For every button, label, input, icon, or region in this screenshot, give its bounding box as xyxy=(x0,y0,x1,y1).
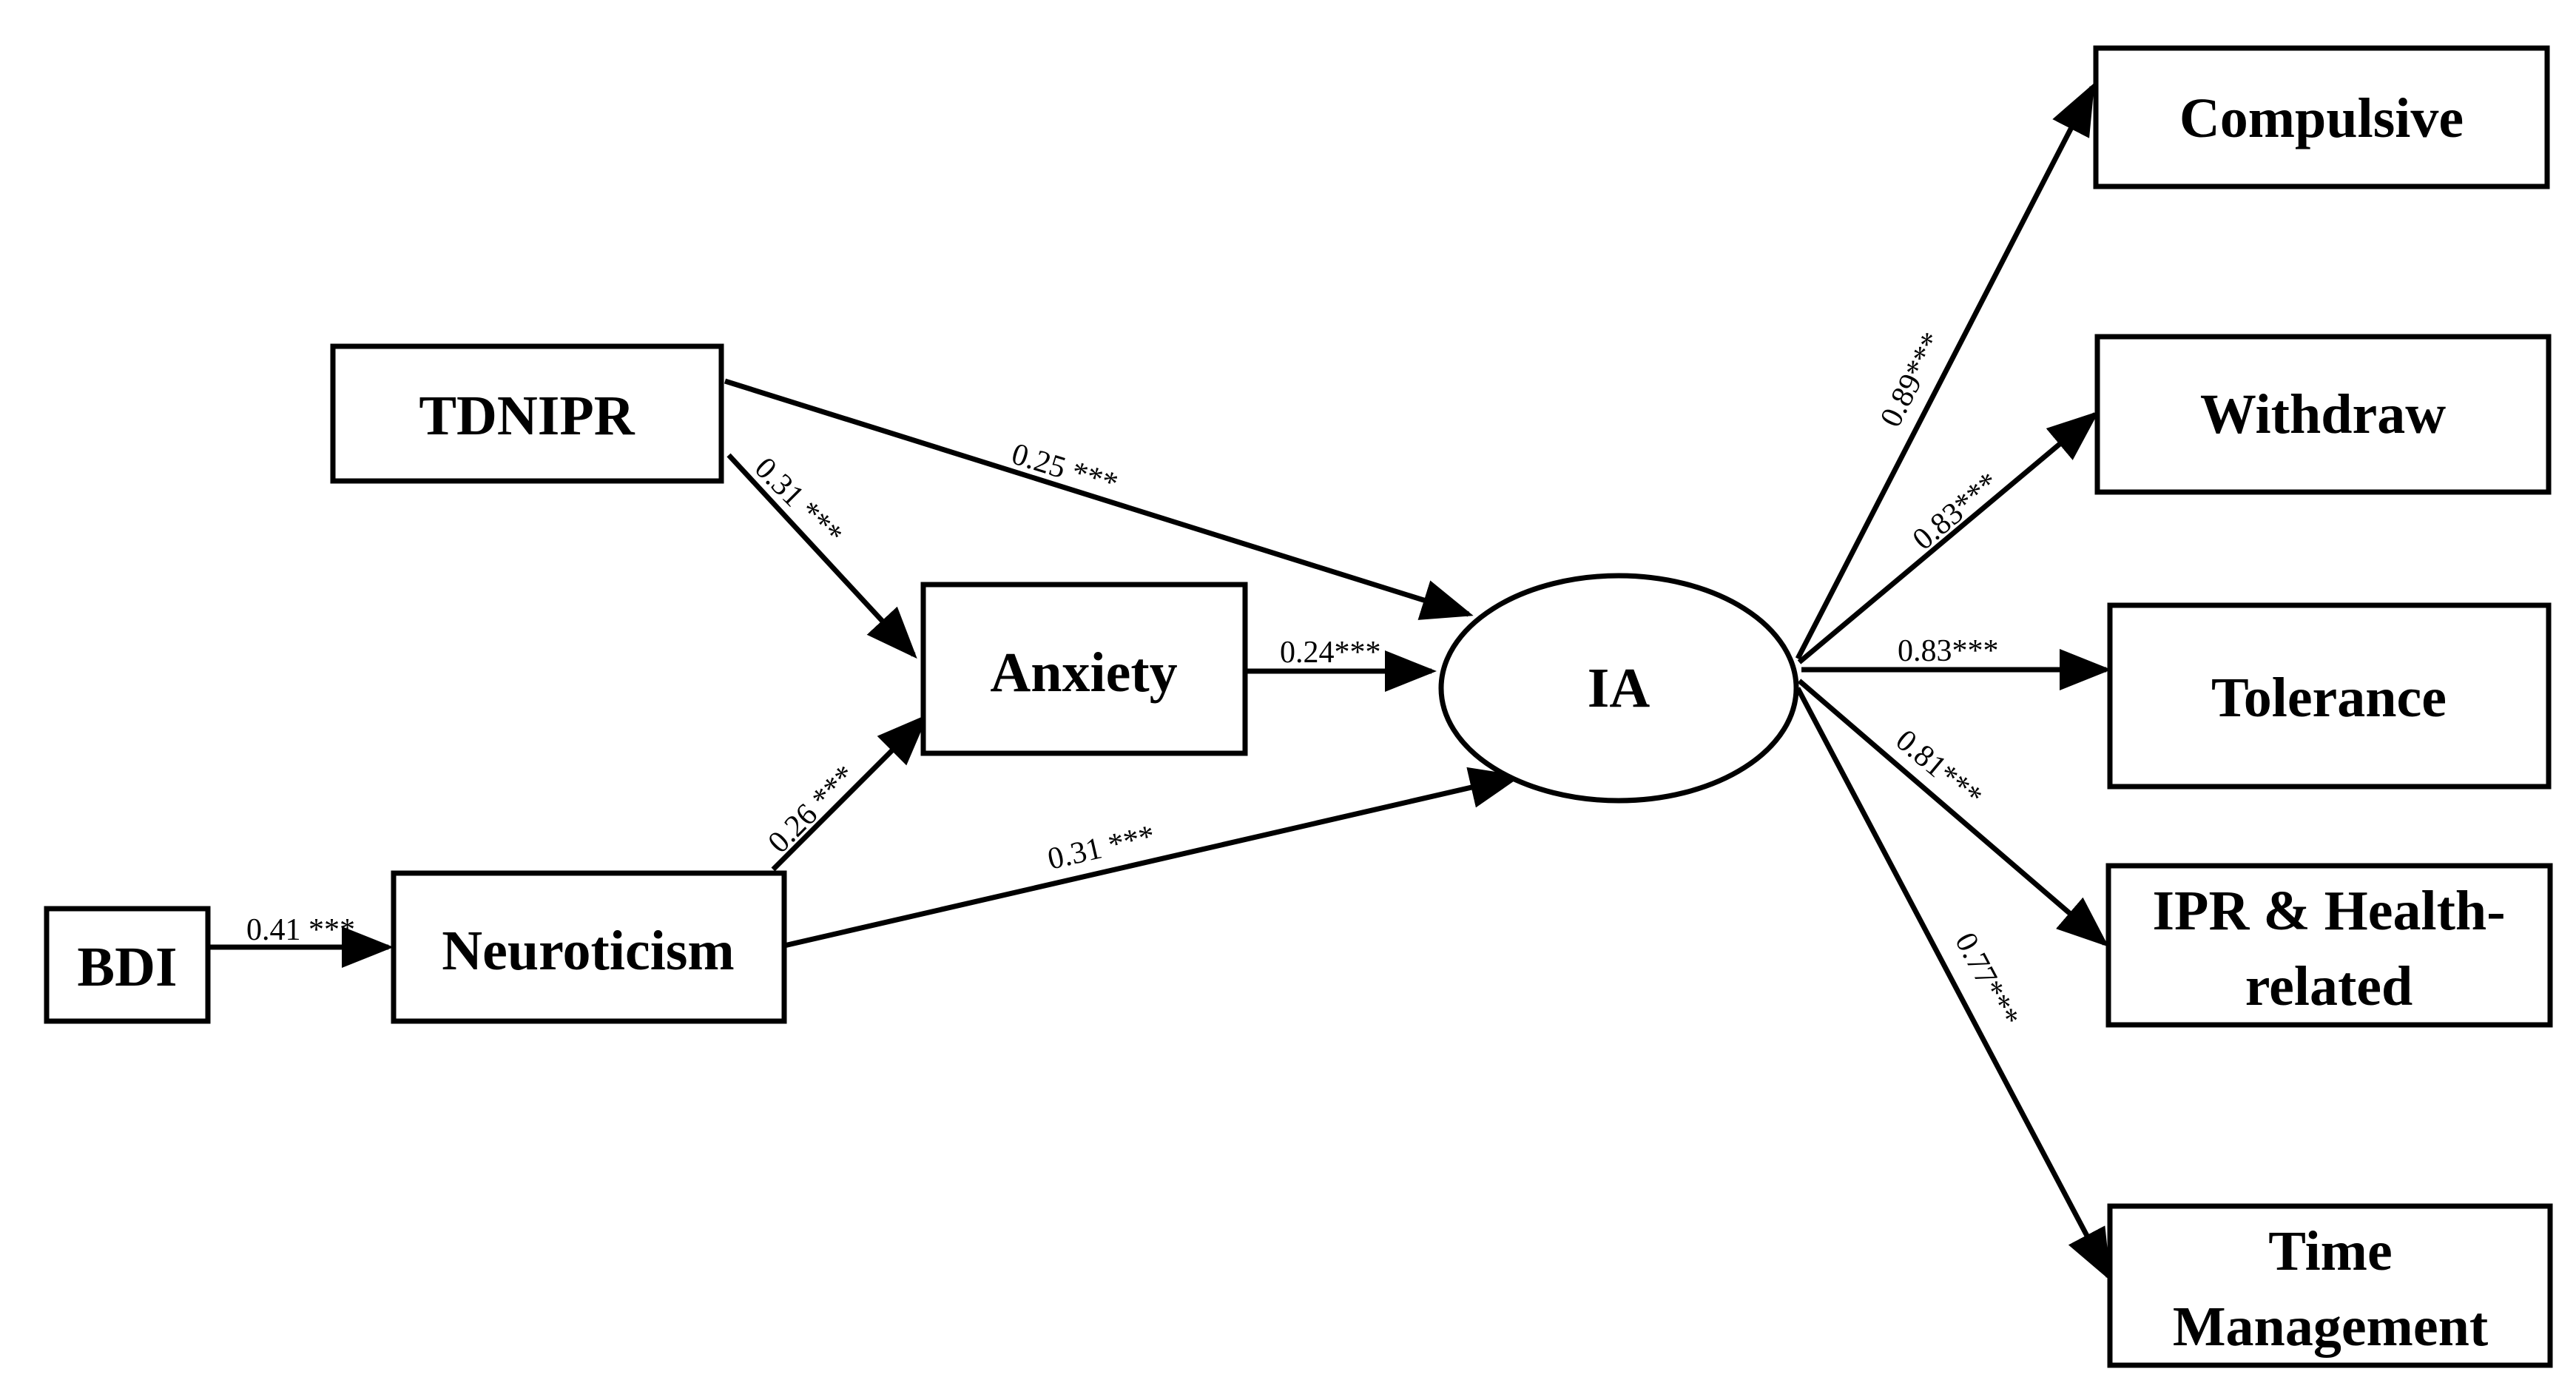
path-coef-neuroticism-ia: 0.31 *** xyxy=(1045,819,1159,877)
path-coef-anxiety-ia: 0.24*** xyxy=(1280,636,1381,670)
node-neuroticism-label: Neuroticism xyxy=(442,920,734,982)
node-compulsive: Compulsive xyxy=(2093,45,2550,189)
edge-tdnipr-ia xyxy=(724,378,1474,620)
node-ipr-health-label-line2: related xyxy=(2245,955,2413,1017)
node-ia-label: IA xyxy=(1588,657,1651,719)
node-tdnipr: TDNIPR xyxy=(330,343,724,484)
edge-neuroticism-anxiety xyxy=(771,714,928,872)
path-coef-bdi-neuroticism: 0.41 *** xyxy=(246,913,355,947)
node-time-management: Time Management xyxy=(2107,1203,2553,1368)
node-tdnipr-label: TDNIPR xyxy=(419,385,635,447)
edge-neuroticism-ia xyxy=(783,767,1522,949)
edge-ia-withdraw xyxy=(1797,411,2100,664)
nodes: TDNIPR Anxiety BDI Neuroticism IA Compul… xyxy=(44,45,2553,1368)
path-coef-neuroticism-anxiety: 0.26 *** xyxy=(762,759,863,860)
node-anxiety: Anxiety xyxy=(920,582,1248,756)
edge-ia-ipr-health xyxy=(1797,679,2109,947)
loading-tolerance: 0.83*** xyxy=(1898,634,1999,668)
path-coef-tdnipr-anxiety: 0.31 *** xyxy=(748,451,849,552)
node-bdi: BDI xyxy=(44,906,211,1024)
edge-ia-compulsive xyxy=(1795,82,2095,660)
edge-ia-time-management xyxy=(1795,687,2111,1282)
node-bdi-label: BDI xyxy=(77,936,177,998)
node-ia: IA xyxy=(1438,573,1799,804)
node-tolerance: Tolerance xyxy=(2107,602,2552,790)
node-time-management-label-line2: Management xyxy=(2173,1296,2488,1358)
node-compulsive-label: Compulsive xyxy=(2179,87,2464,149)
node-withdraw-label: Withdraw xyxy=(2200,383,2446,445)
node-withdraw: Withdraw xyxy=(2094,334,2552,495)
node-ipr-health: IPR & Health- related xyxy=(2105,863,2553,1028)
loading-withdraw: 0.83*** xyxy=(1906,466,2006,557)
loading-time-management: 0.77*** xyxy=(1948,927,2026,1032)
edge-tdnipr-anxiety xyxy=(726,453,917,659)
node-tolerance-label: Tolerance xyxy=(2211,667,2447,729)
node-anxiety-label: Anxiety xyxy=(990,642,1177,704)
path-coef-tdnipr-ia: 0.25 *** xyxy=(1008,437,1122,502)
node-neuroticism: Neuroticism xyxy=(391,870,787,1024)
edges xyxy=(209,82,2111,1282)
node-ipr-health-label-line1: IPR & Health- xyxy=(2152,880,2505,942)
node-time-management-label-line1: Time xyxy=(2268,1220,2392,1282)
